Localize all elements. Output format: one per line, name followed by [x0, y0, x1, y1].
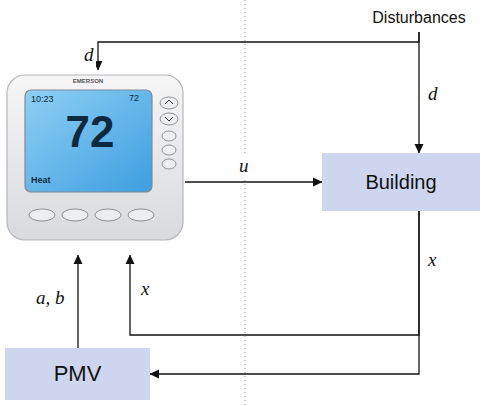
signal-label: x	[426, 250, 438, 271]
process-box: PMV	[5, 348, 150, 400]
thermostat-device: EMERSON10:237272Heat	[5, 70, 185, 255]
display-text: 10:23	[31, 95, 54, 104]
signal-arrow	[418, 32, 419, 153]
node-label: PMV	[54, 361, 102, 386]
signal-label: a, b	[34, 288, 67, 309]
signal-arrow	[98, 32, 419, 70]
display-text: Heat	[31, 176, 51, 185]
thermostat-illustration	[7, 75, 183, 240]
signal-label: d	[426, 84, 440, 105]
signal-arrow	[185, 181, 322, 182]
input-source: Disturbances	[359, 5, 479, 32]
signal-label: d	[82, 45, 96, 66]
signal-arrow	[150, 211, 419, 374]
signal-label: u	[237, 156, 251, 177]
signal-arrow	[77, 255, 78, 348]
display-text: EMERSON	[5, 78, 171, 84]
signal-label: x	[139, 279, 151, 300]
process-box: Building	[322, 153, 480, 211]
display-text: 72	[129, 94, 139, 103]
node-label: Building	[365, 171, 436, 194]
signal-arrow	[130, 211, 419, 335]
divider-line	[245, 0, 246, 406]
display-text: 72	[55, 110, 125, 154]
node-label: Disturbances	[372, 9, 465, 27]
